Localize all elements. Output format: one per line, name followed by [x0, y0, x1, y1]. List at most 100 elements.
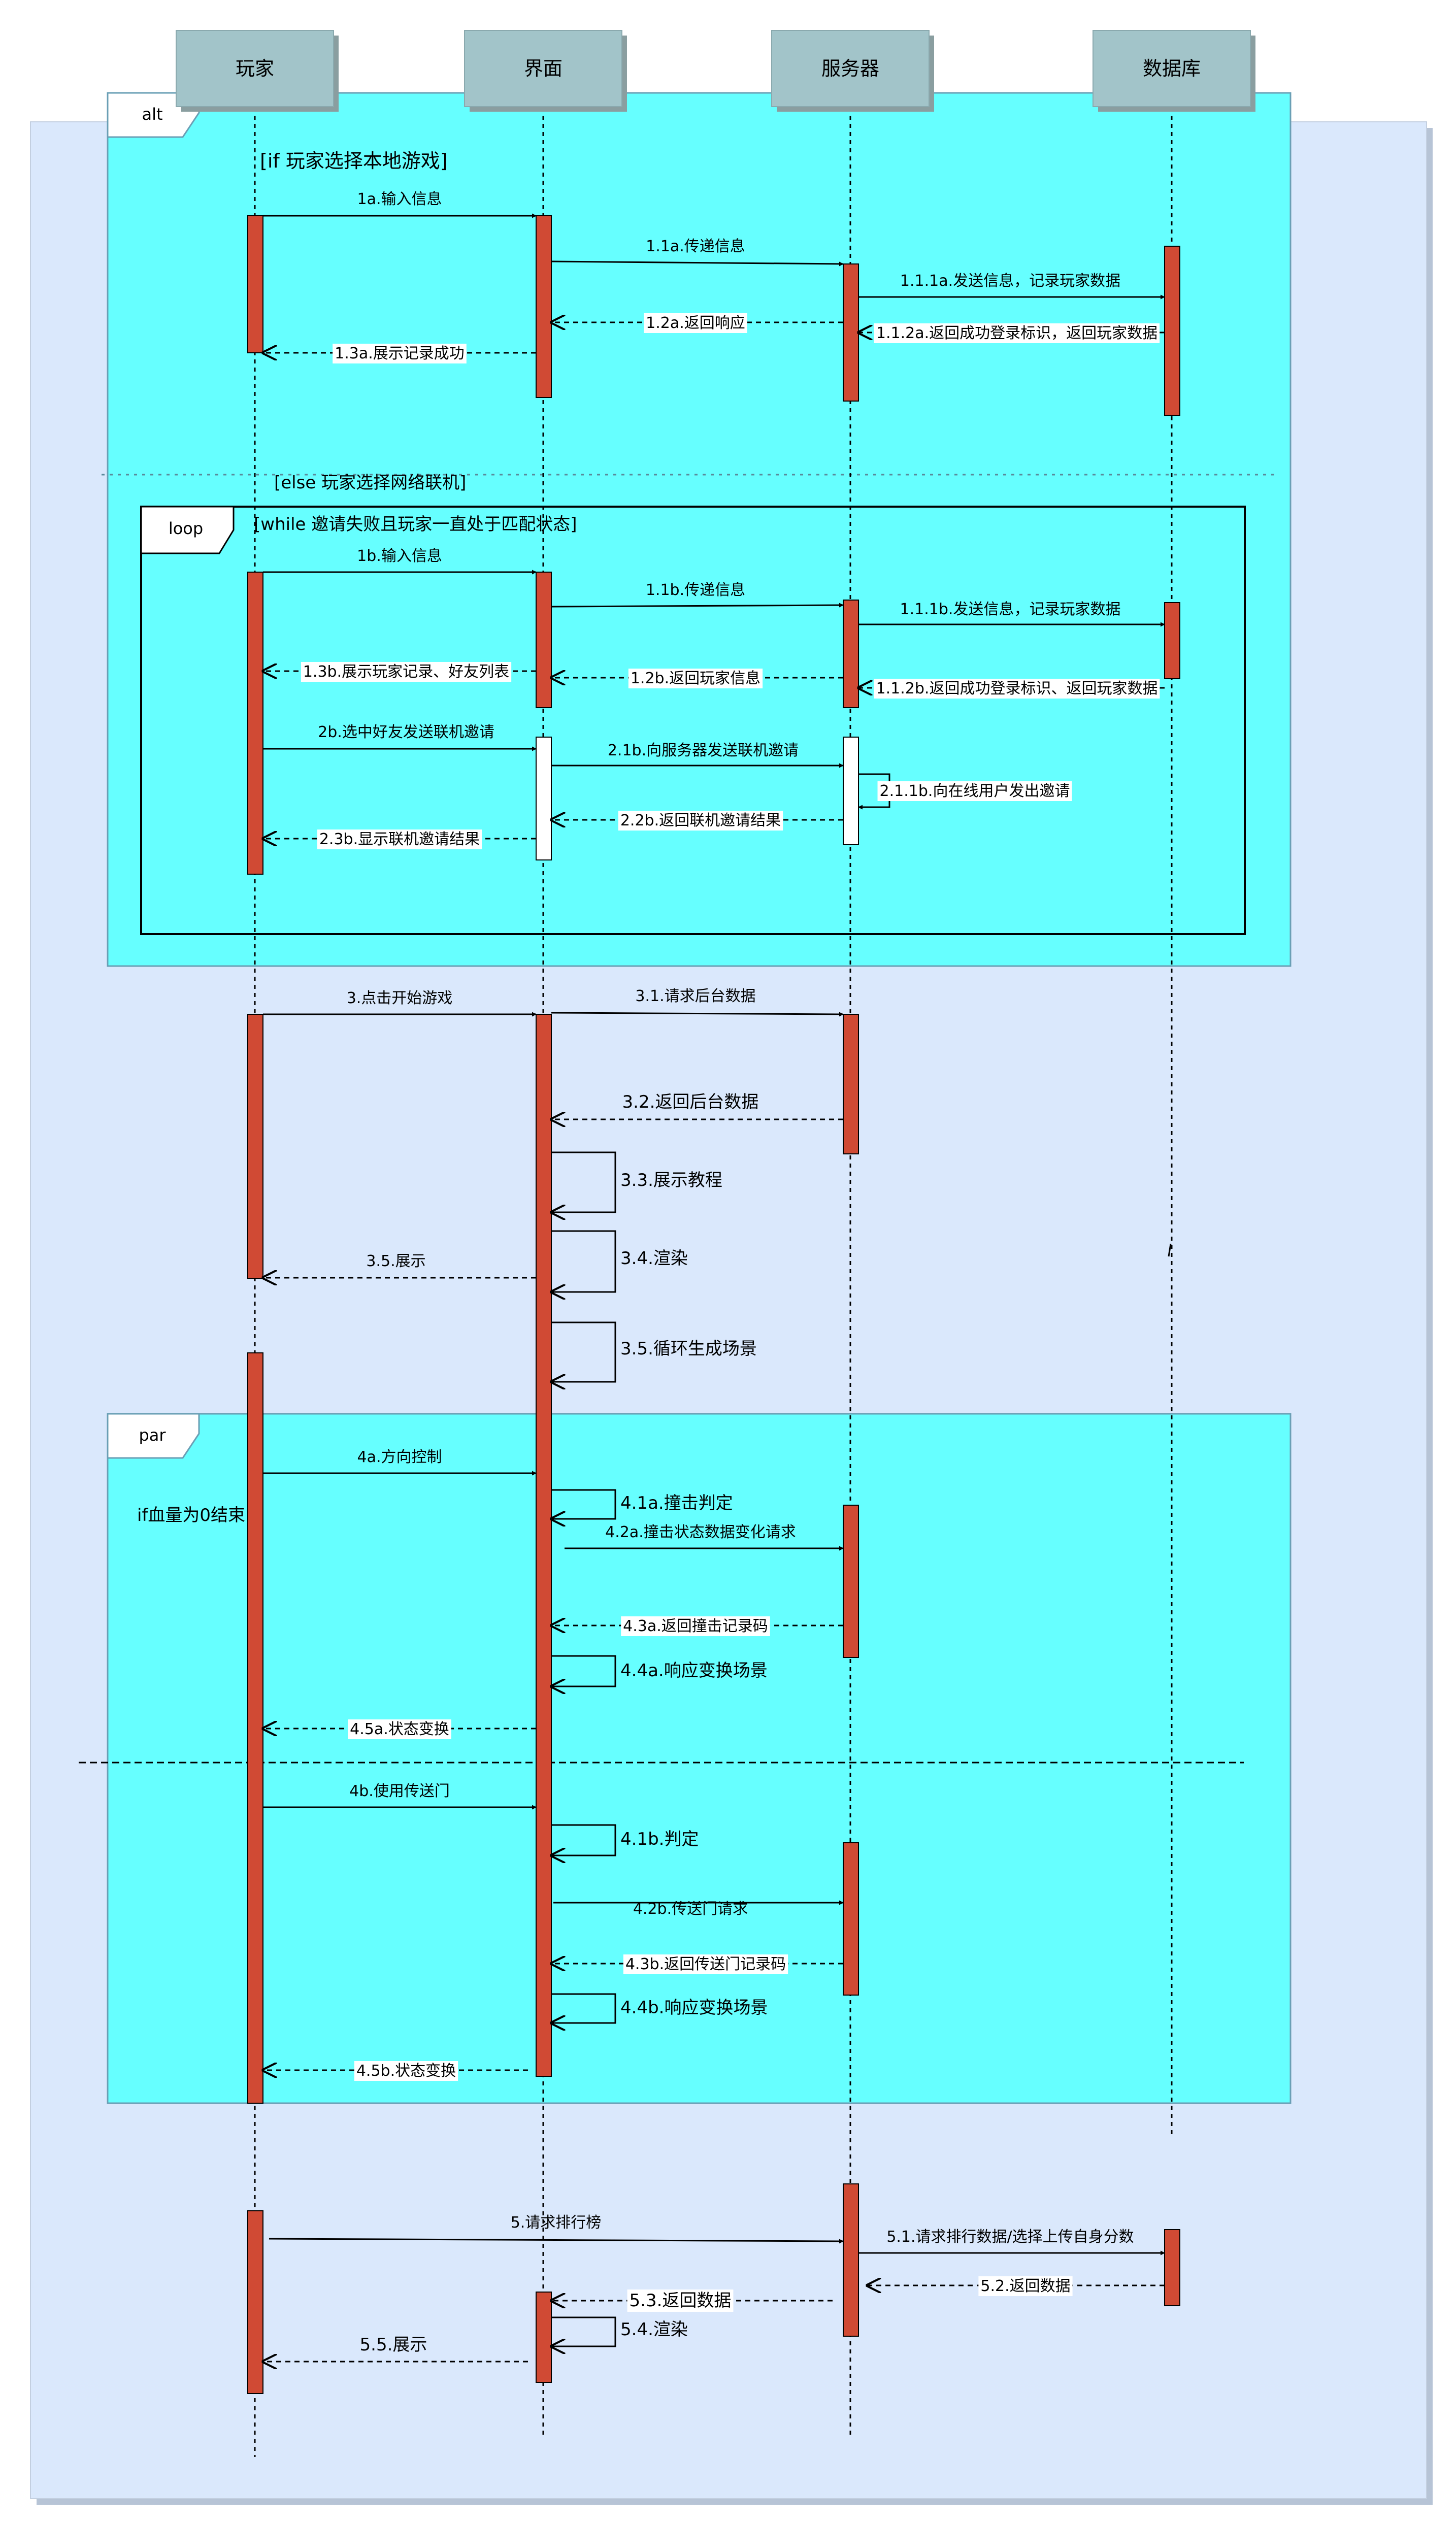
arrow-m44a: [551, 1655, 616, 1686]
activation-server-4b: [843, 1842, 859, 1996]
label-background: [354, 2061, 458, 2081]
arrow-m41b: [551, 1824, 616, 1855]
par-frame: par if血量为0结束: [79, 1413, 1292, 2104]
activation-db-5: [1164, 2229, 1180, 2306]
activation-player-4: [247, 1352, 263, 2104]
par-note: if血量为0结束: [137, 1505, 245, 1525]
arrow-m5: [269, 2238, 844, 2244]
label-m1b: 1b.输入信息: [357, 547, 442, 565]
label-m111a: 1.1.1a.发送信息，记录玩家数据: [900, 272, 1120, 290]
label-background: [317, 829, 482, 849]
message-labels: 1a.输入信息 1.1a.传递信息 1.1.1a.发送信息，记录玩家数据 1.1…: [301, 190, 1160, 2355]
label-m13a: 1.3a.展示记录成功: [335, 345, 465, 362]
activation-db-1a: [1164, 246, 1180, 416]
label-m23b: 2.3b.显示联机邀请结果: [319, 831, 480, 848]
label-m12a: 1.2a.返回响应: [646, 314, 745, 332]
label-m34: 3.4.渲染: [620, 1248, 688, 1269]
alt-if-condition: [if 玩家选择本地游戏]: [260, 150, 448, 172]
label-background: [621, 1616, 770, 1636]
label-m3: 3.点击开始游戏: [347, 989, 453, 1007]
label-m1a: 1a.输入信息: [357, 190, 442, 208]
activation-ui-1a: [536, 215, 552, 398]
label-m44a: 4.4a.响应变换场景: [620, 1661, 768, 1681]
label-m44b: 4.4b.响应变换场景: [620, 1998, 768, 2018]
loop-tag: loop: [169, 519, 203, 538]
arrow-m54: [551, 2316, 616, 2346]
loop-frame: loop [while 邀请失败且玩家一直处于匹配状态]: [140, 506, 1246, 935]
activation-player-1b: [247, 572, 263, 875]
label-background: [333, 344, 467, 363]
activation-ui-3: [536, 1014, 552, 2077]
participant-ui-label: 界面: [524, 57, 562, 80]
participant-ui: 界面: [464, 30, 627, 112]
activation-ui-2b: [536, 737, 552, 860]
label-m112a: 1.1.2a.返回成功登录标识，返回玩家数据: [876, 324, 1157, 342]
label-background: [644, 313, 747, 333]
arrow-m11b: [551, 603, 844, 608]
label-m51: 5.1.请求排行数据/选择上传自身分数: [886, 2228, 1134, 2246]
participant-player-label: 玩家: [236, 57, 274, 80]
label-m41a: 4.1a.撞击判定: [620, 1493, 733, 1513]
alt-tag: alt: [142, 105, 162, 124]
label-m54: 5.4.渲染: [620, 2319, 688, 2340]
label-m55: 5.5.展示: [360, 2335, 427, 2355]
label-background: [627, 2289, 734, 2312]
participant-db: 数据库: [1093, 30, 1255, 112]
label-m111b: 1.1.1b.发送信息，记录玩家数据: [900, 601, 1121, 618]
label-m52: 5.2.返回数据: [980, 2277, 1070, 2295]
label-m43b: 4.3b.返回传送门记录码: [625, 1955, 786, 1973]
participant-player: 玩家: [176, 30, 339, 112]
label-background: [618, 811, 783, 831]
label-m32: 3.2.返回后台数据: [622, 1092, 759, 1112]
activation-player-1a: [247, 215, 263, 353]
label-m21b: 2.1b.向服务器发送联机邀请: [608, 742, 799, 759]
activation-server-3: [843, 1014, 859, 1154]
arrow-m35b: [551, 1321, 616, 1382]
label-m11a: 1.1a.传递信息: [646, 238, 745, 255]
arrow-m11a: [551, 260, 844, 267]
label-m35a: 3.5.展示: [366, 1252, 425, 1270]
label-m2b: 2b.选中好友发送联机邀请: [318, 723, 494, 741]
call-messages: [263, 213, 1165, 2346]
label-m211b: 2.1.1b.向在线用户发出邀请: [880, 782, 1070, 800]
label-m4a: 4a.方向控制: [357, 1448, 442, 1466]
arrow-m41a: [551, 1489, 616, 1519]
label-m42a: 4.2a.撞击状态数据变化请求: [605, 1523, 796, 1541]
activation-server-2b: [843, 737, 859, 845]
label-m31: 3.1.请求后台数据: [635, 987, 755, 1005]
label-background: [348, 1719, 451, 1739]
loop-condition: [while 邀请失败且玩家一直处于匹配状态]: [254, 514, 577, 535]
activation-ui-5: [536, 2292, 552, 2383]
activation-server-1a: [843, 263, 859, 402]
label-m42b: 4.2b.传送门请求: [633, 1900, 748, 1918]
par-tag: par: [139, 1425, 166, 1445]
activation-ui-1b: [536, 572, 552, 708]
label-background: [978, 2276, 1073, 2296]
label-m45a: 4.5a.状态变换: [350, 1720, 449, 1738]
stray-mark: [1168, 1243, 1172, 1257]
alt-else-condition: [else 玩家选择网络联机]: [274, 473, 466, 493]
activation-player-3: [247, 1014, 263, 1279]
activation-server-5: [843, 2183, 859, 2337]
label-background: [628, 669, 763, 688]
label-m45b: 4.5b.状态变换: [356, 2062, 456, 2080]
label-background: [301, 662, 512, 682]
label-m41b: 4.1b.判定: [620, 1829, 699, 1849]
label-background: [874, 323, 1160, 343]
label-m112b: 1.1.2b.返回成功登录标识、返回玩家数据: [876, 680, 1158, 698]
label-background: [877, 781, 1072, 801]
activation-server-4a: [843, 1505, 859, 1658]
label-background: [623, 1954, 788, 1974]
arrow-m34: [551, 1230, 616, 1292]
label-m43a: 4.3a.返回撞击记录码: [623, 1617, 768, 1635]
label-m13b: 1.3b.展示玩家记录、好友列表: [303, 663, 509, 681]
activations: [247, 215, 1180, 2394]
label-m22b: 2.2b.返回联机邀请结果: [620, 812, 781, 829]
participant-server: 服务器: [771, 30, 934, 112]
activation-player-5: [247, 2210, 263, 2394]
label-m4b: 4b.使用传送门: [349, 1782, 450, 1800]
arrow-m33: [551, 1151, 616, 1212]
label-m53: 5.3.返回数据: [630, 2291, 732, 2311]
label-m33: 3.3.展示教程: [620, 1170, 722, 1190]
